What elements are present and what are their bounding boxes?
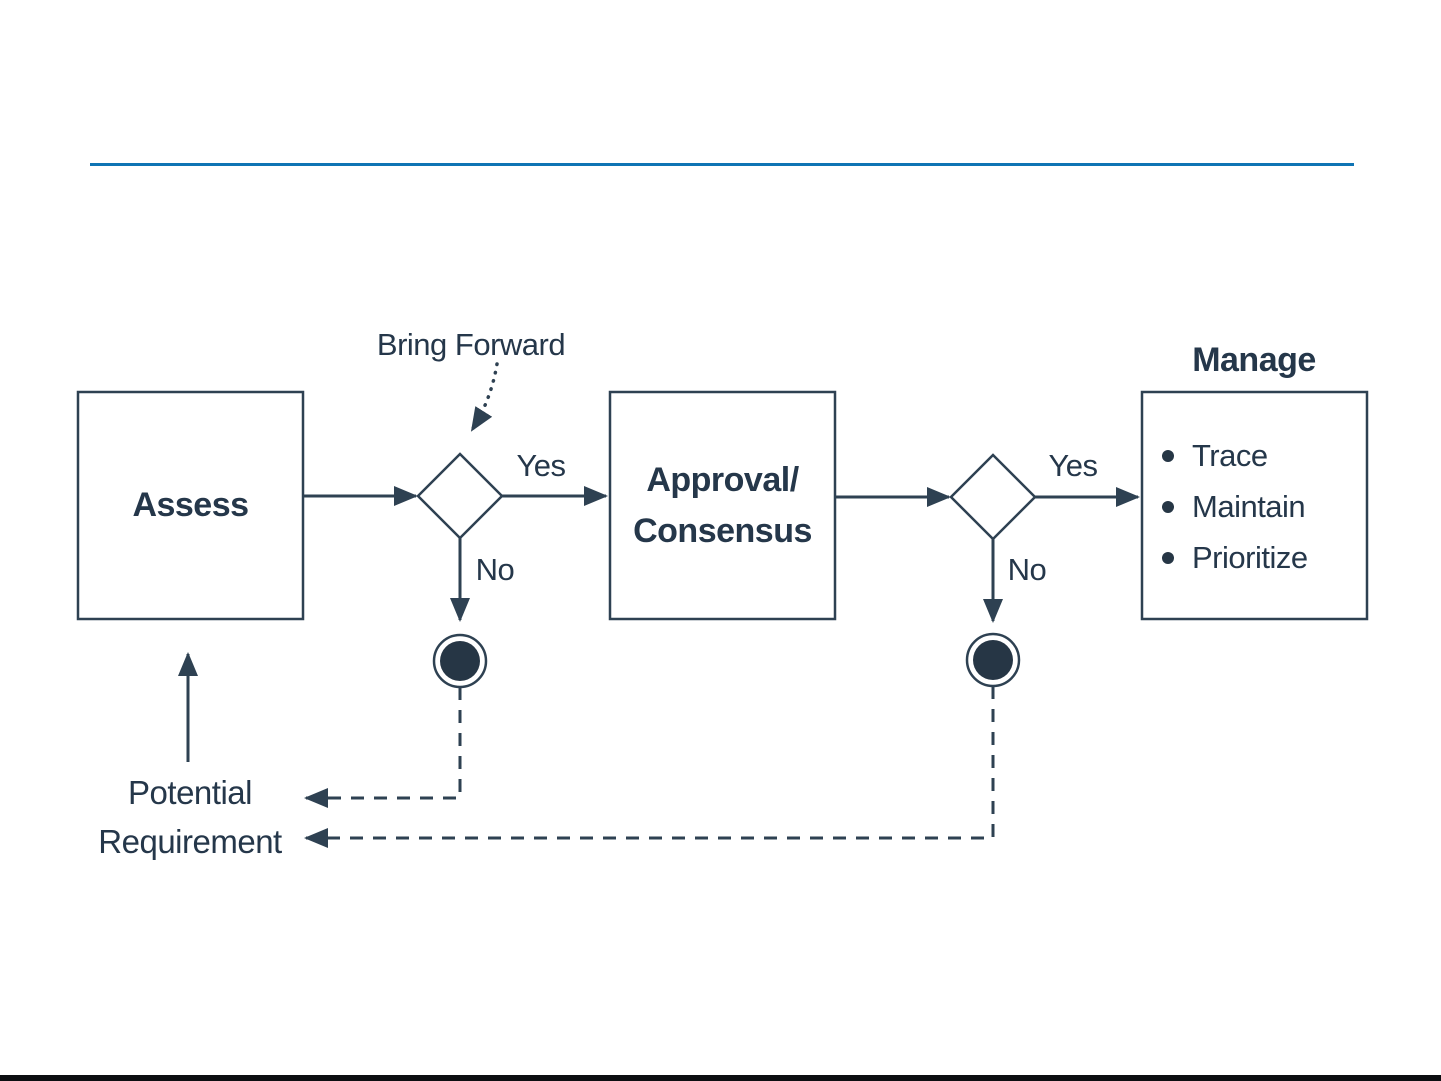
manage-list: Trace Maintain Prioritize: [1162, 430, 1358, 583]
bullet-icon: [1162, 551, 1174, 564]
manage-list-item: Trace: [1162, 430, 1358, 481]
end-node2-icon: [965, 632, 1021, 688]
manage-item-prioritize: Prioritize: [1192, 540, 1308, 575]
manage-title: Manage: [1192, 341, 1316, 379]
decision2-diamond-icon: [949, 453, 1037, 541]
manage-box: [1140, 390, 1369, 621]
end-node1-icon: [432, 633, 488, 689]
potential-requirement-label: Potential Requirement: [65, 768, 315, 866]
approval-consensus-box: [608, 390, 837, 621]
potential-line2: Requirement: [98, 823, 282, 860]
decision1-yes-label: Yes: [516, 448, 566, 483]
dashed-arrow-end2-to-potential: [304, 686, 995, 848]
assess-box: [76, 390, 305, 621]
top-rule-divider: [90, 163, 1354, 166]
bottom-edge-bar: [0, 1075, 1441, 1081]
bullet-icon: [1162, 500, 1174, 513]
approval-consensus-node-label: Approval/ Consensus: [610, 392, 835, 619]
bring-forward-label: Bring Forward: [376, 327, 566, 362]
approval-line2: Consensus: [633, 511, 812, 550]
assess-node-label: Assess: [78, 392, 303, 619]
manage-list-item: Prioritize: [1162, 532, 1358, 583]
assess-node-text: Assess: [132, 486, 249, 524]
potential-line1: Potential: [128, 774, 252, 811]
decision1-diamond-icon: [416, 452, 504, 540]
approval-line1: Approval/: [646, 460, 799, 499]
decision2-yes-label: Yes: [1048, 448, 1098, 483]
manage-item-maintain: Maintain: [1192, 489, 1306, 524]
decision1-no-label: No: [475, 552, 515, 587]
dashed-arrow-end1-to-potential: [304, 687, 462, 808]
bullet-icon: [1162, 449, 1174, 462]
manage-list-item: Maintain: [1162, 481, 1358, 532]
manage-item-trace: Trace: [1192, 438, 1268, 473]
decision2-no-label: No: [1007, 552, 1047, 587]
dotted-arrow-bring-forward: [470, 362, 499, 432]
